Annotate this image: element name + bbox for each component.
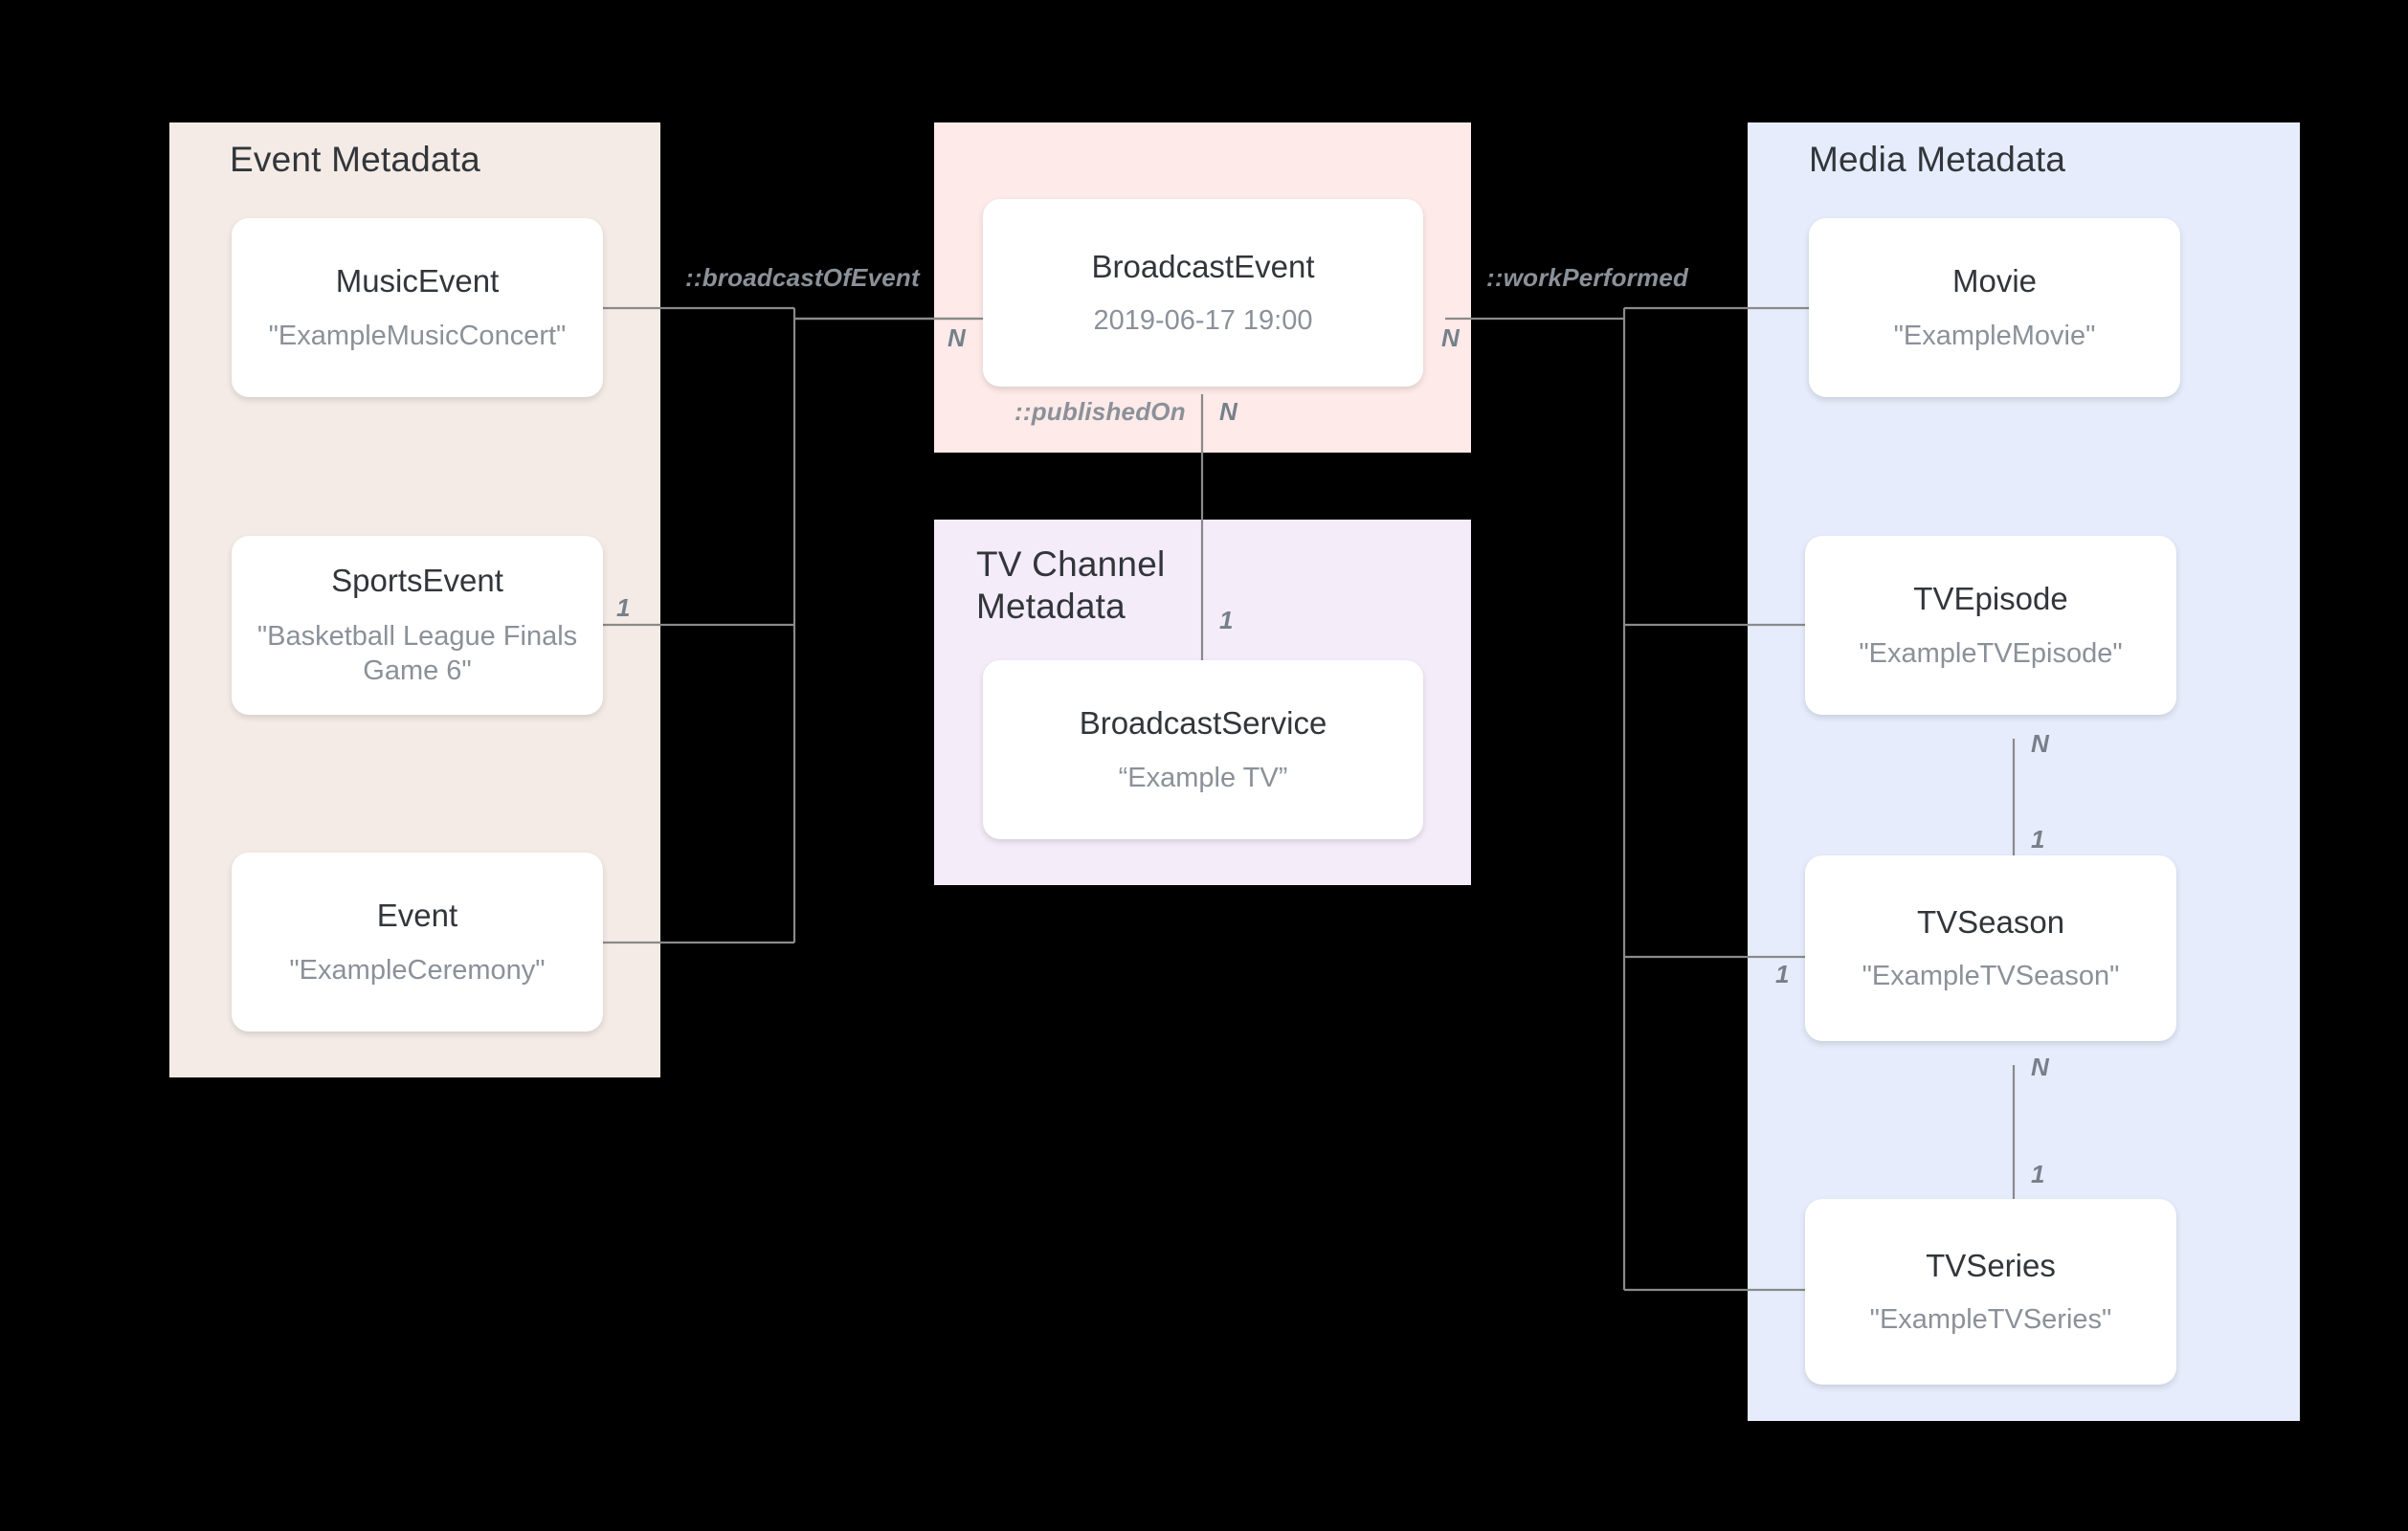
cardinality-tvseason-bottom: N: [2031, 1053, 2049, 1081]
node-event-name: Event: [376, 898, 458, 934]
node-broadcastevent-value: 2019-06-17 19:00: [1093, 305, 1313, 337]
node-musicevent-value: "ExampleMusicConcert": [268, 320, 567, 351]
cardinality-tvseason-top: 1: [2031, 825, 2045, 854]
node-tvseason-value: "ExampleTVSeason": [1862, 961, 2120, 992]
node-broadcastevent-name: BroadcastEvent: [1091, 248, 1315, 284]
group-title-tv-channel-metadata: TV Channel Metadata: [976, 544, 1166, 626]
node-tvseason-name: TVSeason: [1916, 903, 2065, 940]
node-movie-value: "ExampleMovie": [1893, 320, 2096, 351]
cardinality-tvseason-left: 1: [1775, 960, 1790, 988]
node-tvepisode-value: "ExampleTVEpisode": [1859, 637, 2123, 669]
edge-label-publishedon: ::publishedOn: [1014, 397, 1186, 426]
node-broadcastevent[interactable]: BroadcastEvent 2019-06-17 19:00: [983, 199, 1423, 387]
node-sportsevent[interactable]: SportsEvent "Basketball League Finals Ga…: [232, 536, 603, 715]
node-musicevent[interactable]: MusicEvent "ExampleMusicConcert": [232, 218, 603, 397]
edge-label-broadcastofevent: ::broadcastOfEvent: [685, 263, 920, 292]
node-tvseries[interactable]: TVSeries "ExampleTVSeries": [1805, 1199, 2176, 1385]
cardinality-sportsevent-side: 1: [616, 593, 631, 622]
cardinality-broadcastevent-bottom: N: [1219, 397, 1237, 426]
group-title-event-metadata: Event Metadata: [230, 140, 480, 179]
node-movie[interactable]: Movie "ExampleMovie": [1809, 218, 2180, 397]
node-broadcastservice-value: “Example TV”: [1118, 762, 1288, 793]
node-tvepisode[interactable]: TVEpisode "ExampleTVEpisode": [1805, 536, 2176, 715]
node-tvseason[interactable]: TVSeason "ExampleTVSeason": [1805, 855, 2176, 1041]
cardinality-broadcastevent-left: N: [948, 323, 966, 352]
node-movie-name: Movie: [1951, 263, 2038, 300]
node-event-value: "ExampleCeremony": [289, 954, 546, 986]
cardinality-broadcastservice-top: 1: [1219, 606, 1234, 634]
node-broadcastservice[interactable]: BroadcastService “Example TV”: [983, 660, 1423, 839]
node-event[interactable]: Event "ExampleCeremony": [232, 853, 603, 1032]
cardinality-tvseries-top: 1: [2031, 1160, 2045, 1188]
node-tvseries-value: "ExampleTVSeries": [1869, 1304, 2112, 1336]
cardinality-broadcastevent-right: N: [1441, 323, 1460, 352]
group-title-media-metadata: Media Metadata: [1809, 140, 2066, 179]
node-musicevent-name: MusicEvent: [335, 263, 500, 300]
node-tvepisode-name: TVEpisode: [1913, 581, 2068, 617]
node-broadcastservice-name: BroadcastService: [1079, 705, 1327, 742]
node-sportsevent-value: "Basketball League Finals Game 6": [256, 621, 578, 687]
node-tvseries-name: TVSeries: [1926, 1247, 2056, 1283]
cardinality-tvepisode-bottom: N: [2031, 729, 2049, 758]
edge-label-workperformed: ::workPerformed: [1486, 263, 1689, 292]
node-sportsevent-name: SportsEvent: [331, 563, 503, 599]
